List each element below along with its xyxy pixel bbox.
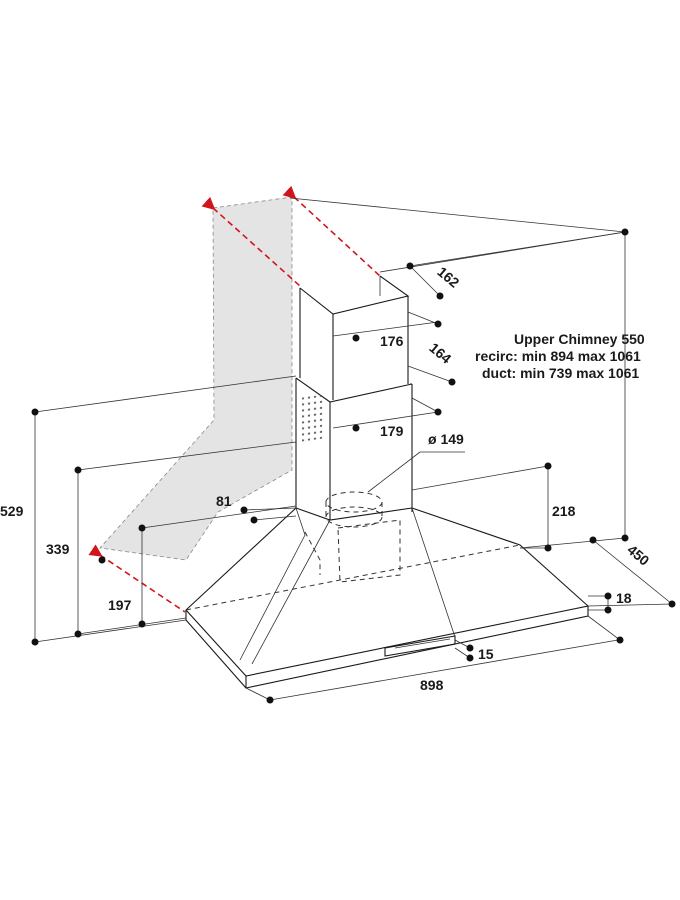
dim-176: 176	[380, 333, 404, 349]
note-upper-chimney: Upper Chimney 550	[514, 331, 645, 347]
upper-chimney	[299, 275, 410, 400]
dim-450: 450	[624, 541, 652, 568]
dim-529: 529	[0, 503, 24, 519]
dim-149: ø 149	[428, 431, 464, 447]
dimension-lines	[34, 197, 673, 701]
dim-15: 15	[478, 646, 494, 662]
dim-81: 81	[216, 493, 232, 509]
dim-218: 218	[552, 503, 576, 519]
note-recirc: recirc: min 894 max 1061	[475, 348, 641, 364]
dim-898: 898	[420, 677, 444, 693]
dim-18: 18	[616, 590, 632, 606]
dim-162: 162	[434, 263, 462, 290]
dim-197: 197	[108, 597, 132, 613]
dim-179: 179	[380, 423, 404, 439]
lower-chimney	[295, 377, 413, 520]
dim-164: 164	[426, 339, 454, 366]
vent-grille	[302, 394, 324, 442]
duct-outlet	[304, 491, 401, 583]
hood-body	[185, 507, 590, 689]
wall-shadow-region	[99, 196, 293, 561]
note-duct: duct: min 739 max 1061	[482, 365, 639, 381]
depth-arrow-top	[282, 185, 381, 277]
dimension-dots	[31, 228, 676, 704]
dim-339: 339	[46, 541, 70, 557]
depth-arrow-bottom	[88, 544, 186, 613]
control-panel	[384, 635, 456, 657]
